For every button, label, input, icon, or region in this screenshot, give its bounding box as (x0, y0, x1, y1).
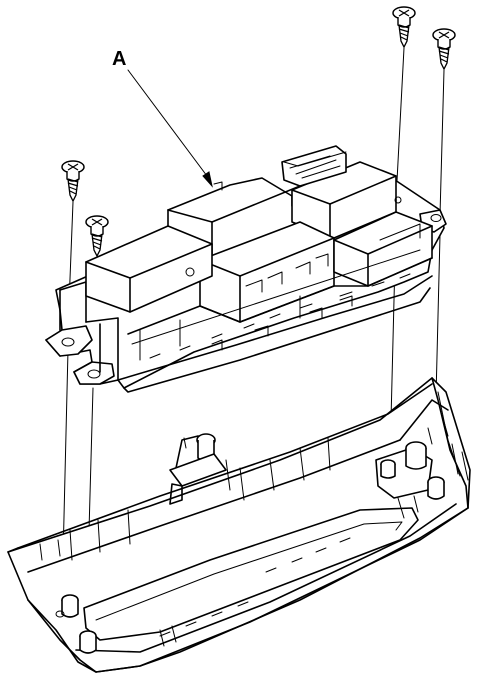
screw-upper-right-1 (392, 6, 416, 48)
bezel-frame (7, 377, 471, 673)
callout-label-a: A (112, 48, 126, 70)
screw-left-2 (85, 215, 109, 257)
screw-left-1 (61, 160, 85, 202)
control-unit (45, 145, 447, 393)
screw-upper-right-2 (432, 28, 456, 70)
callout-a: A (112, 48, 213, 188)
